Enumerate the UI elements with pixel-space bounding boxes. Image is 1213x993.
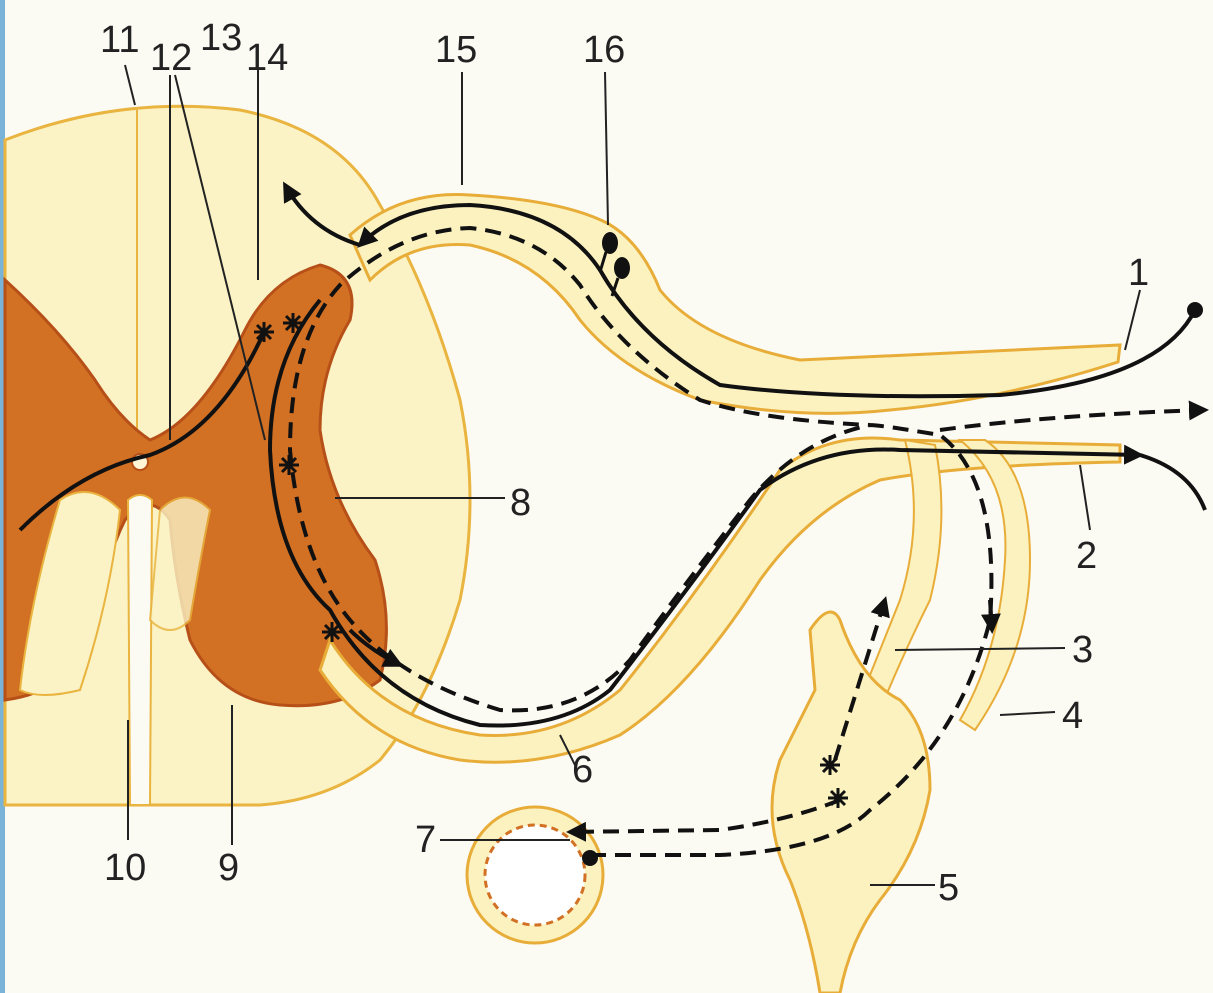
effector-fiber-2 [1140, 455, 1205, 510]
visceral-receptor [582, 850, 598, 866]
label-1: 1 [1128, 252, 1149, 294]
label-8: 8 [510, 482, 531, 524]
efferent-dashed-out [940, 410, 1205, 430]
receptor-ending-1 [1187, 302, 1203, 318]
label-3: 3 [1072, 629, 1093, 671]
label-2: 2 [1076, 535, 1097, 577]
label-9: 9 [218, 847, 239, 889]
ganglion-cell-1 [602, 232, 618, 254]
label-15: 15 [435, 29, 477, 71]
ventral-median-fissure [128, 495, 152, 805]
ganglion-cell-2 [614, 257, 630, 279]
label-10: 10 [104, 847, 146, 889]
label-13: 13 [200, 17, 242, 59]
dashed-arrow-down [990, 600, 992, 630]
label-7: 7 [415, 819, 436, 861]
label-12: 12 [150, 37, 192, 79]
label-6: 6 [572, 749, 593, 791]
label-11: 11 [100, 19, 139, 61]
label-4: 4 [1062, 695, 1083, 737]
gray-ramus [960, 440, 1030, 730]
label-14: 14 [246, 37, 288, 79]
label-16: 16 [583, 29, 625, 71]
label-5: 5 [938, 867, 959, 909]
sympathetic-ganglion [772, 612, 930, 993]
